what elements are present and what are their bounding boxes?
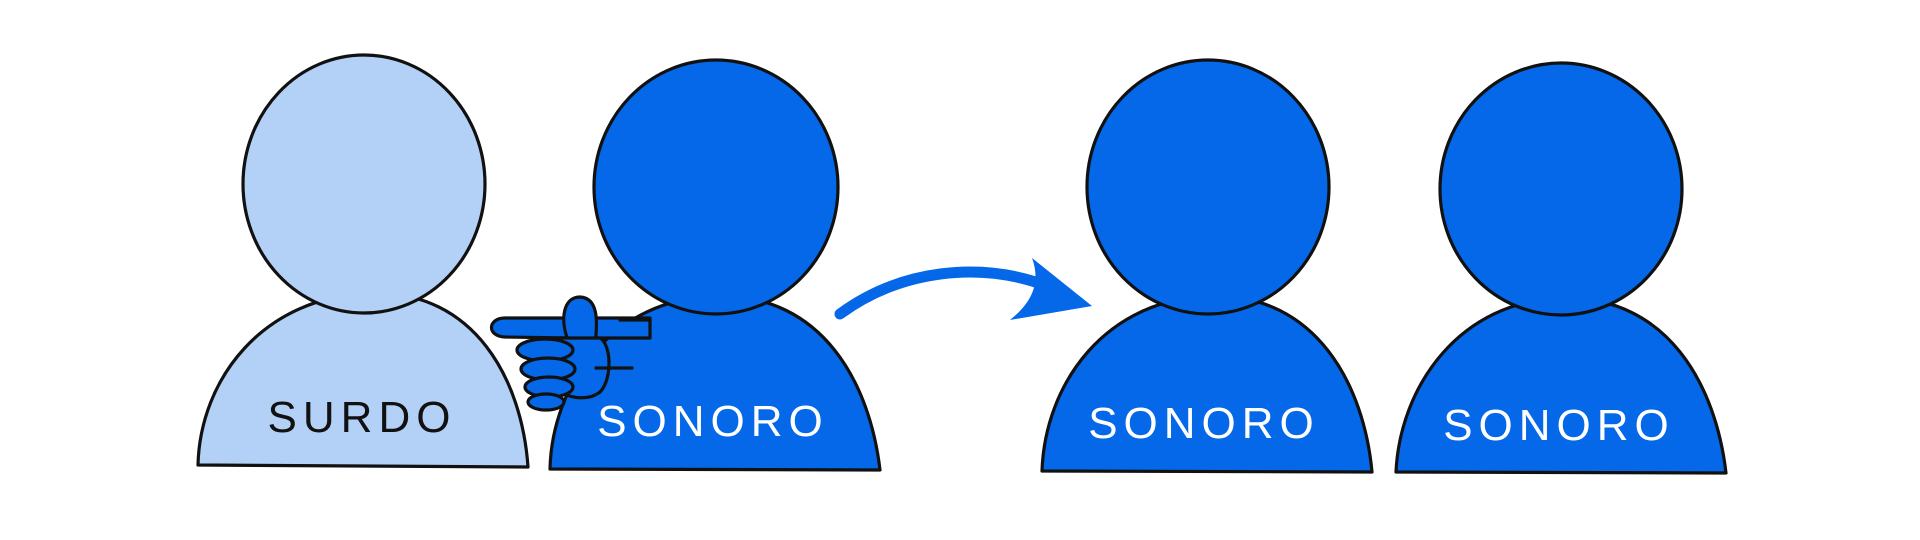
figure-label: SONORO xyxy=(597,397,829,446)
person-head xyxy=(1085,58,1331,316)
person-head xyxy=(241,53,487,315)
figure-label: SURDO xyxy=(268,393,457,442)
person-head xyxy=(1438,61,1684,317)
person-figure-deaf: SURDO xyxy=(196,53,530,469)
person-figure-hearing: SONORO xyxy=(1394,61,1728,475)
figure-label: SONORO xyxy=(1443,401,1675,450)
person-figure-hearing: SONORO xyxy=(1040,58,1374,474)
figure-label: SONORO xyxy=(1088,399,1320,448)
person-head xyxy=(592,58,840,316)
pointing-hand-icon xyxy=(489,295,652,412)
curved-arrow-icon xyxy=(834,258,1092,320)
person-figure-hearing-pointing: SONORO xyxy=(548,58,882,472)
